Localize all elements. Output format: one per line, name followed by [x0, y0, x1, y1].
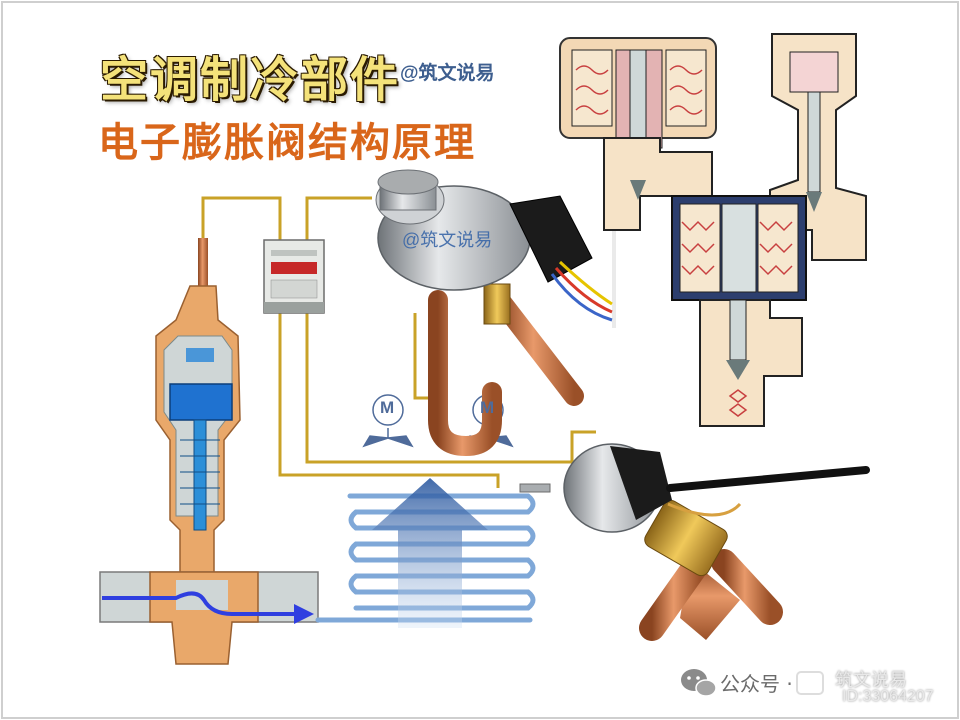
wechat-label: 公众号 ·: [720, 672, 793, 696]
flow-arrow-icon: [102, 591, 296, 616]
wechat-name: 筑文说易: [835, 670, 907, 691]
wechat-id: ID:33064207: [842, 688, 934, 705]
photo-watermark: @筑文说易: [402, 230, 493, 250]
page-title: 空调制冷部件: [100, 52, 401, 108]
motor-label: M: [480, 398, 495, 417]
solenoid-section-2: [769, 33, 867, 261]
author-handle: @筑文说易: [400, 63, 495, 84]
wire-sensor: [201, 196, 500, 488]
controller-icon: [263, 239, 325, 314]
solenoid-section-3: [671, 195, 807, 427]
control-wires: [201, 196, 596, 488]
motor-fan-icon: [362, 394, 414, 448]
page-subtitle: 电子膨胀阀结构原理: [98, 120, 476, 166]
wire-to-valve-photo: [305, 196, 372, 240]
valve-photo-top: [375, 169, 616, 457]
wire-to-valve-2: [305, 313, 596, 464]
watermark-square-icon: [796, 671, 824, 695]
expansion-valve-section: [99, 238, 319, 665]
motor-label: M: [380, 398, 395, 417]
valve-photo-bottom: [563, 443, 870, 641]
airflow-arrow: [372, 478, 488, 628]
wire-fan: [413, 313, 428, 400]
solenoid-section-1: [559, 37, 717, 231]
wechat-icon: [681, 669, 717, 697]
